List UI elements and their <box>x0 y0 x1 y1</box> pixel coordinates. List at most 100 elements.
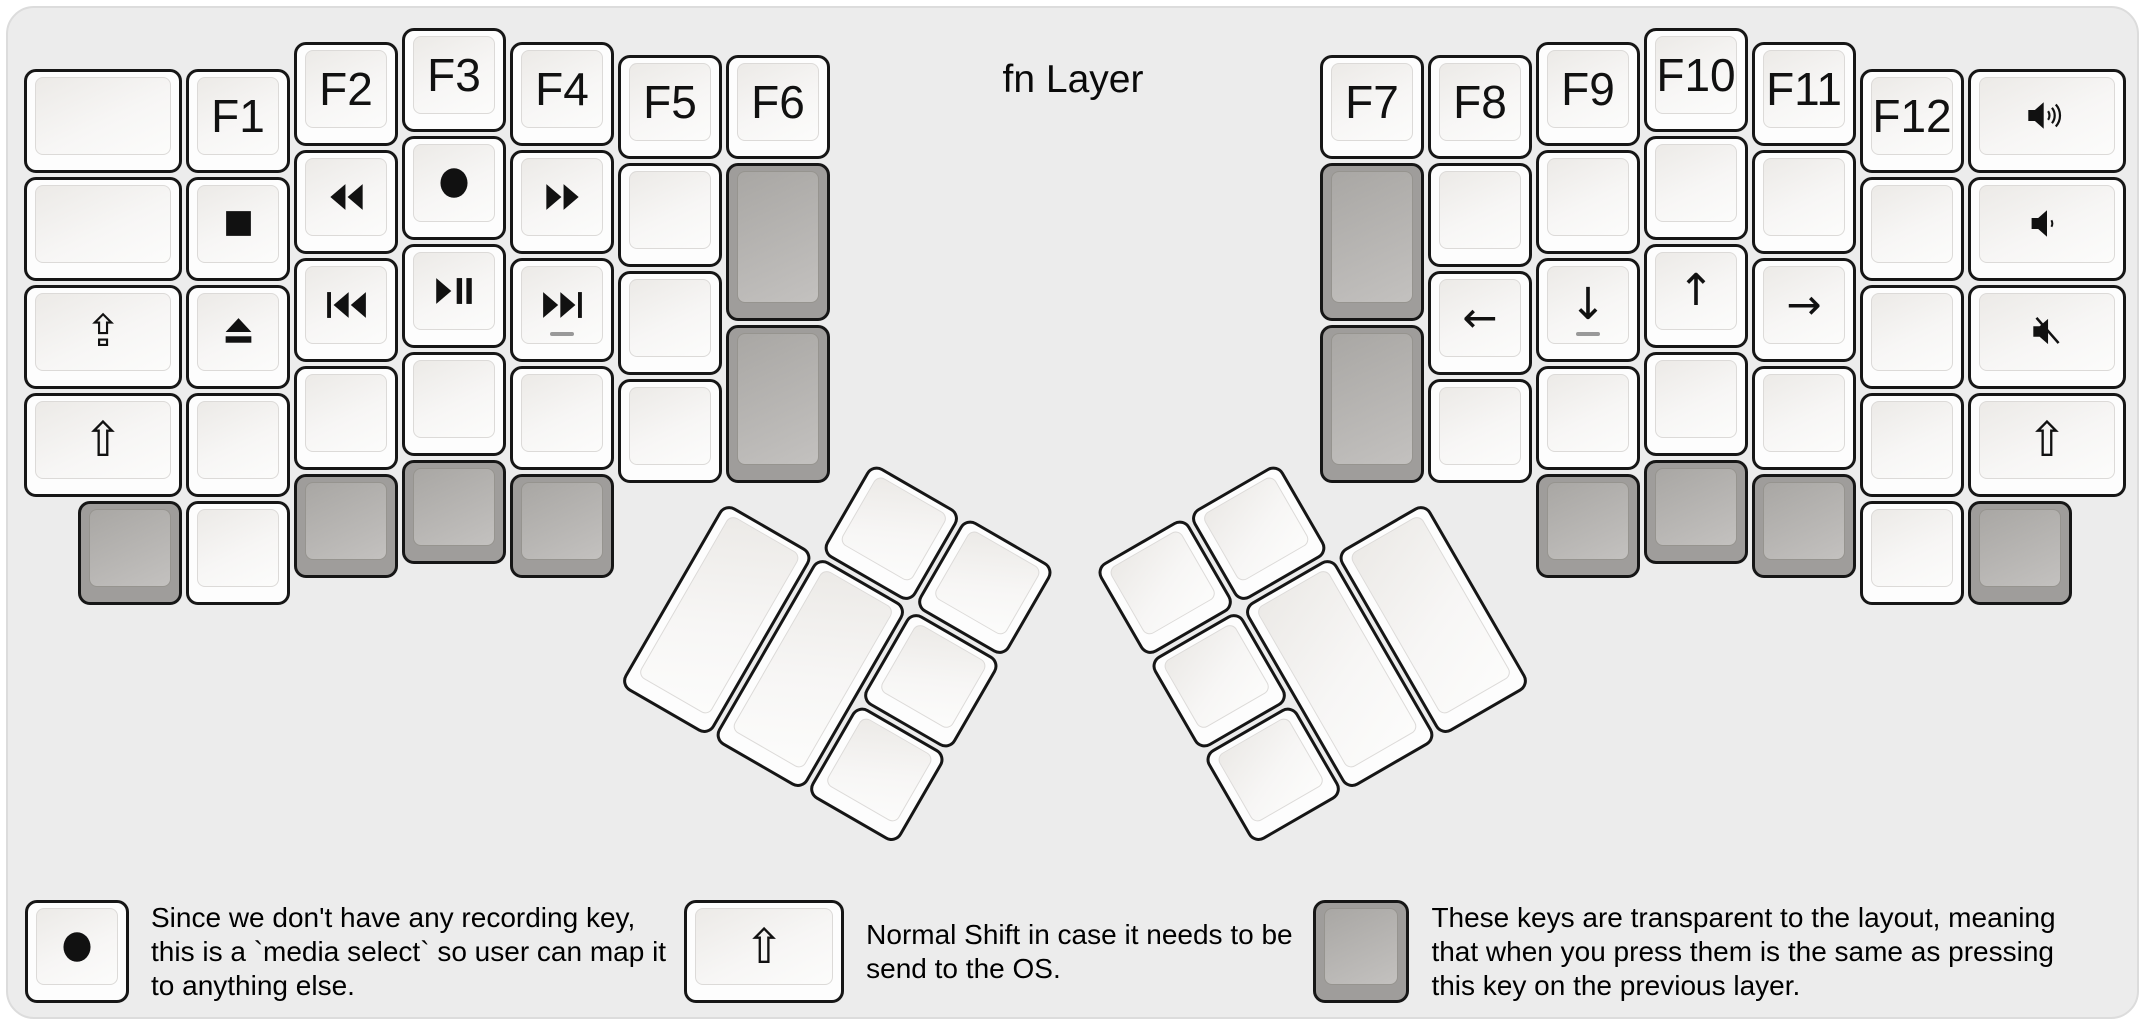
key-transparent[interactable] <box>726 163 830 321</box>
key-f9[interactable]: F9 <box>1536 41 1640 146</box>
key-stop[interactable] <box>186 176 290 281</box>
key-transparent[interactable] <box>510 473 614 578</box>
key-label: F5 <box>643 76 697 128</box>
key-f3[interactable]: F3 <box>402 28 506 132</box>
key-blank[interactable] <box>24 68 182 173</box>
key-caps-lock[interactable]: ⇪ <box>24 284 182 389</box>
next-track-icon <box>542 291 583 319</box>
keycap-top <box>1547 157 1629 236</box>
key-f7[interactable]: F7 <box>1320 55 1424 159</box>
keycap-top: ↓ <box>1547 265 1629 344</box>
key-f5[interactable]: F5 <box>618 55 722 159</box>
arrow-right-icon: → <box>1786 279 1822 329</box>
key-transparent[interactable] <box>1968 500 2072 605</box>
key-volume-down[interactable] <box>1968 176 2126 281</box>
key-transparent[interactable] <box>78 500 182 605</box>
key-blank[interactable] <box>1644 352 1748 456</box>
key-label: F3 <box>427 49 481 101</box>
keycap-top <box>1979 184 2115 263</box>
key-blank[interactable] <box>186 392 290 497</box>
keycap-top: F5 <box>629 63 711 141</box>
key-blank[interactable] <box>1536 149 1640 254</box>
keycap-top: → <box>1763 265 1845 344</box>
key-blank[interactable] <box>1644 136 1748 240</box>
key-blank[interactable] <box>1752 149 1856 254</box>
key-arrow-up[interactable]: ↑ <box>1644 244 1748 348</box>
key-eject[interactable] <box>186 284 290 389</box>
key-blank[interactable] <box>618 379 722 483</box>
homing-bar <box>1576 331 1600 336</box>
key-f8[interactable]: F8 <box>1428 55 1532 159</box>
keycap-top <box>1201 474 1312 584</box>
key-blank[interactable] <box>1428 163 1532 267</box>
key-rewind[interactable] <box>294 149 398 254</box>
key-blank[interactable] <box>1860 500 1964 605</box>
key-transparent[interactable] <box>1313 900 1410 1003</box>
key-prev-track[interactable] <box>294 257 398 362</box>
key-blank[interactable] <box>510 365 614 470</box>
key-arrow-left[interactable]: ← <box>1428 271 1532 375</box>
key-blank[interactable] <box>1860 176 1964 281</box>
key-transparent[interactable] <box>1752 473 1856 578</box>
key-transparent[interactable] <box>1320 163 1424 321</box>
keycap-top <box>1871 184 1953 263</box>
key-blank[interactable] <box>618 271 722 375</box>
keycap-top <box>1439 387 1521 465</box>
caps-lock-icon: ⇪ <box>84 305 122 357</box>
keycap-top <box>521 373 603 452</box>
keycap-top: F4 <box>521 49 603 128</box>
keycap-top <box>1871 292 1953 371</box>
key-blank[interactable] <box>294 365 398 470</box>
key-blank[interactable] <box>1860 392 1964 497</box>
key-next-track[interactable] <box>510 257 614 362</box>
key-label: F2 <box>319 62 373 115</box>
key-mute[interactable] <box>1968 284 2126 389</box>
keycap-top: F3 <box>413 36 495 114</box>
key-record[interactable] <box>402 136 506 240</box>
key-f1[interactable]: F1 <box>186 68 290 173</box>
keycap-top <box>1331 333 1413 465</box>
legend-item-transparent: These keys are transparent to the layout… <box>1311 898 2081 1005</box>
key-transparent[interactable] <box>1320 325 1424 483</box>
key-blank[interactable] <box>1752 365 1856 470</box>
key-f12[interactable]: F12 <box>1860 68 1964 173</box>
key-shift-right[interactable]: ⇧ <box>1968 392 2126 497</box>
key-arrow-down[interactable]: ↓ <box>1536 257 1640 362</box>
key-volume-up[interactable] <box>1968 68 2126 173</box>
key-record[interactable] <box>25 900 129 1003</box>
keycap-top: F10 <box>1655 36 1737 114</box>
key-arrow-right[interactable]: → <box>1752 257 1856 362</box>
key-label: F6 <box>751 76 805 128</box>
key-transparent[interactable] <box>294 473 398 578</box>
key-blank[interactable] <box>24 176 182 281</box>
key-transparent[interactable] <box>1536 473 1640 578</box>
key-label: F4 <box>535 62 589 115</box>
keycap-top: F7 <box>1331 63 1413 141</box>
key-shift-left[interactable]: ⇧ <box>24 392 182 497</box>
key-f4[interactable]: F4 <box>510 41 614 146</box>
key-transparent[interactable] <box>402 460 506 564</box>
key-f10[interactable]: F10 <box>1644 28 1748 132</box>
keycap-top <box>932 528 1043 638</box>
keycap-top <box>1331 171 1413 303</box>
key-blank[interactable] <box>1428 379 1532 483</box>
key-transparent[interactable] <box>726 325 830 483</box>
key-f11[interactable]: F11 <box>1752 41 1856 146</box>
key-blank[interactable] <box>618 163 722 267</box>
key-f6[interactable]: F6 <box>726 55 830 159</box>
key-blank[interactable] <box>1536 365 1640 470</box>
key-play-pause[interactable] <box>402 244 506 348</box>
key-blank[interactable] <box>402 352 506 456</box>
key-shift[interactable]: ⇧ <box>684 900 845 1003</box>
keycap-top <box>197 292 279 371</box>
key-f2[interactable]: F2 <box>294 41 398 146</box>
key-transparent[interactable] <box>1644 460 1748 564</box>
key-blank[interactable] <box>1860 284 1964 389</box>
key-blank[interactable] <box>186 500 290 605</box>
keycap-top <box>413 144 495 222</box>
keycap-top <box>35 76 171 155</box>
shift-icon: ⇧ <box>2026 411 2068 468</box>
legend-text-transparent: These keys are transparent to the layout… <box>1431 901 2056 1001</box>
key-fast-forward[interactable] <box>510 149 614 254</box>
